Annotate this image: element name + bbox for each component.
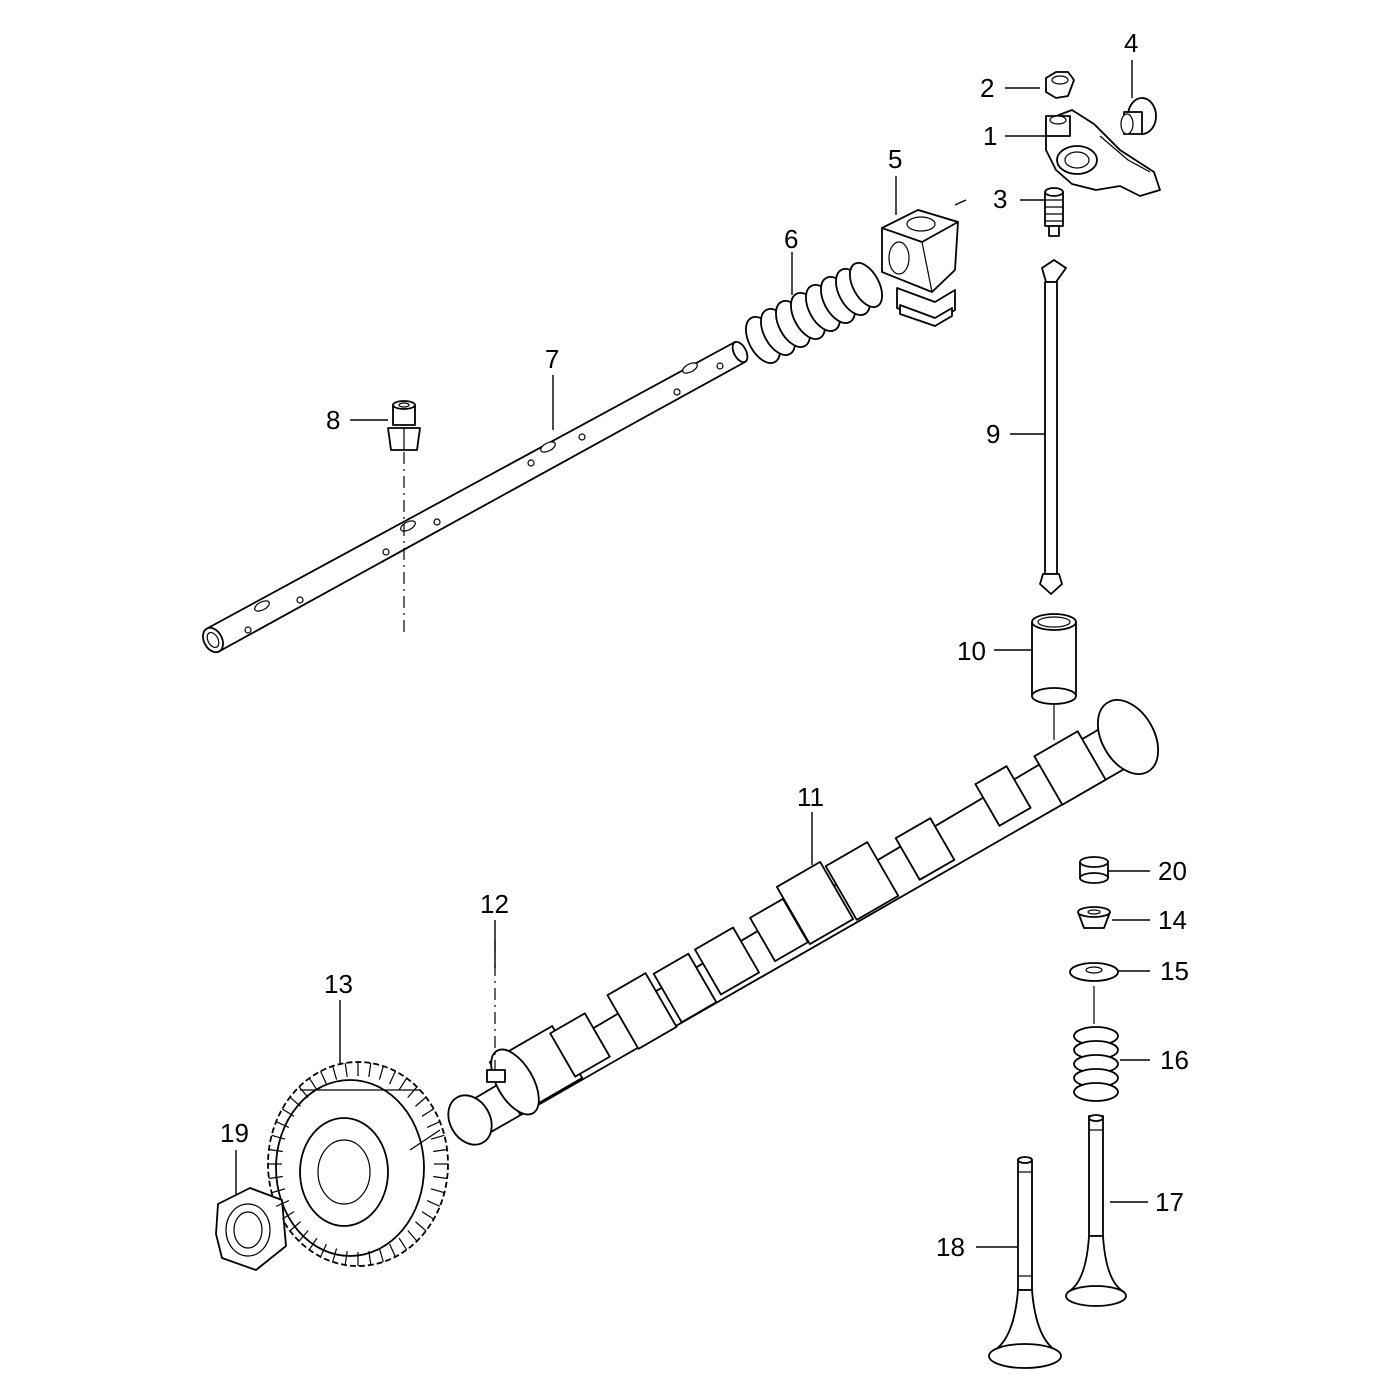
gear-teeth — [268, 1062, 448, 1266]
gear-tooth — [281, 1211, 295, 1220]
callout-13: 13 — [324, 969, 353, 999]
gear-tooth — [289, 1221, 301, 1232]
adjusting-screw — [1044, 187, 1064, 237]
callout-5: 5 — [888, 144, 902, 174]
gear-tooth — [378, 1065, 384, 1080]
leader-lines — [235, 60, 1150, 1248]
callout-1: 1 — [983, 121, 997, 151]
spring-retainer — [1069, 962, 1119, 982]
gear-tooth — [407, 1230, 418, 1242]
gear-tooth — [389, 1243, 396, 1258]
gear-tooth — [332, 1248, 338, 1263]
gear-tooth — [320, 1243, 327, 1258]
woodruff-key — [486, 1069, 506, 1083]
callout-15: 15 — [1160, 956, 1189, 986]
callout-4: 4 — [1124, 28, 1138, 58]
gear-tooth — [421, 1211, 435, 1220]
gear-tooth — [298, 1230, 309, 1242]
rocker-arm — [1045, 109, 1161, 197]
callout-19: 19 — [220, 1118, 249, 1148]
gear-tooth — [407, 1086, 418, 1098]
gear-tooth — [389, 1070, 396, 1085]
gear-tooth — [268, 1148, 283, 1153]
tappet — [1031, 613, 1077, 705]
plug-fitting — [387, 400, 421, 451]
gear-tooth — [275, 1200, 290, 1207]
callout-10: 10 — [957, 636, 986, 666]
intake-valve — [988, 1156, 1062, 1369]
gear-tooth — [275, 1121, 290, 1128]
callout-7: 7 — [545, 344, 559, 374]
callout-2: 2 — [980, 73, 994, 103]
gear-tooth — [308, 1077, 318, 1091]
gear-tooth — [344, 1062, 348, 1077]
adjusting-nut — [1045, 71, 1075, 99]
gear-tooth — [415, 1096, 427, 1107]
gear-tooth — [421, 1108, 435, 1117]
rocker-shaft-spring — [745, 262, 883, 364]
callout-17: 17 — [1155, 1187, 1184, 1217]
gear-tooth — [298, 1086, 309, 1098]
gear-retaining-nut — [215, 1187, 287, 1271]
gear-tooth — [426, 1200, 441, 1207]
gear-tooth — [430, 1134, 445, 1140]
gear-tooth — [426, 1121, 441, 1128]
callout-8: 8 — [326, 405, 340, 435]
gear-tooth — [368, 1062, 372, 1077]
gear-tooth — [271, 1134, 286, 1140]
valve-collet — [1077, 906, 1111, 929]
callout-11: 11 — [797, 782, 824, 812]
gear-tooth — [433, 1148, 448, 1153]
valve-spring — [1073, 1026, 1119, 1102]
camshaft-lobes — [447, 699, 1160, 1146]
callout-12: 12 — [480, 889, 509, 919]
valve-cap — [1079, 856, 1109, 884]
gear-tooth — [289, 1096, 301, 1107]
callout-3: 3 — [993, 184, 1007, 214]
gear-tooth — [344, 1251, 348, 1266]
rocker-shaft-plug — [1120, 97, 1157, 135]
gear-tooth — [281, 1108, 295, 1117]
gear-tooth — [378, 1248, 384, 1263]
gear-tooth — [320, 1070, 327, 1085]
gear-tooth — [415, 1221, 427, 1232]
callout-14: 14 — [1158, 905, 1187, 935]
rocker-support-bracket — [881, 209, 959, 327]
gear-tooth — [268, 1175, 283, 1180]
callout-9: 9 — [986, 419, 1000, 449]
gear-tooth — [398, 1077, 408, 1091]
callout-16: 16 — [1160, 1045, 1189, 1075]
camshaft — [447, 699, 1160, 1146]
gear-tooth — [430, 1188, 445, 1194]
callout-20: 20 — [1158, 856, 1187, 886]
callout-labels: 1 2 3 4 5 6 7 8 9 10 11 12 13 14 15 16 1… — [220, 28, 1189, 1262]
gear-tooth — [271, 1188, 286, 1194]
gear-tooth — [398, 1237, 408, 1251]
gear-tooth — [308, 1237, 318, 1251]
exhaust-valve — [1065, 1114, 1127, 1307]
push-rod — [1039, 259, 1067, 595]
gear-tooth — [433, 1175, 448, 1180]
gear-tooth — [368, 1251, 372, 1266]
callout-18: 18 — [936, 1232, 965, 1262]
rocker-shaft — [202, 340, 749, 654]
gear-tooth — [332, 1065, 338, 1080]
callout-6: 6 — [784, 224, 798, 254]
camshaft-gear — [267, 1061, 449, 1267]
